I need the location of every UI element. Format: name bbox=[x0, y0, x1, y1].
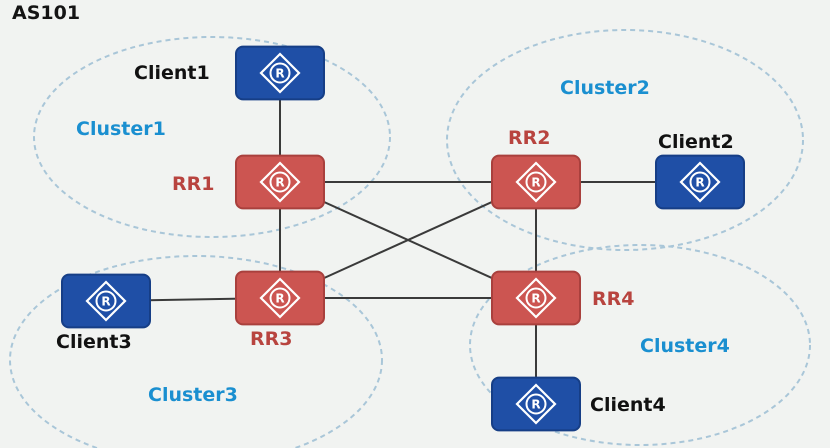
client4-label: Client4 bbox=[590, 394, 666, 416]
svg-text:R: R bbox=[275, 292, 284, 306]
router-icon: R bbox=[259, 277, 301, 319]
rr1-label: RR1 bbox=[172, 173, 215, 195]
rr2-label: RR2 bbox=[508, 127, 551, 149]
client3-box bbox=[61, 273, 151, 329]
cluster1-label: Cluster1 bbox=[76, 118, 166, 140]
router-icon: R bbox=[515, 383, 557, 425]
svg-text:R: R bbox=[695, 176, 704, 190]
client3-node: R bbox=[61, 273, 151, 329]
rr3-label: RR3 bbox=[250, 328, 293, 350]
svg-text:R: R bbox=[531, 176, 540, 190]
router-icon: R bbox=[679, 161, 721, 203]
client4-box bbox=[491, 376, 581, 432]
svg-text:R: R bbox=[275, 176, 284, 190]
rr4-node: R bbox=[491, 270, 581, 326]
client1-node: R bbox=[235, 45, 325, 101]
rr3-box bbox=[235, 270, 325, 326]
rr4-box bbox=[491, 270, 581, 326]
router-icon: R bbox=[515, 161, 557, 203]
rr3-node: R bbox=[235, 270, 325, 326]
as-title: AS101 bbox=[12, 2, 81, 24]
router-icon: R bbox=[259, 161, 301, 203]
svg-text:R: R bbox=[531, 292, 540, 306]
cluster4-label: Cluster4 bbox=[640, 335, 730, 357]
router-icon: R bbox=[259, 52, 301, 94]
rr1-box bbox=[235, 154, 325, 210]
cluster4-boundary bbox=[469, 244, 811, 446]
client1-label: Client1 bbox=[134, 62, 210, 84]
rr4-label: RR4 bbox=[592, 288, 635, 310]
cluster1-boundary bbox=[33, 36, 391, 238]
client2-node: R bbox=[655, 154, 745, 210]
cluster2-boundary bbox=[446, 29, 804, 251]
client2-box bbox=[655, 154, 745, 210]
cluster3-boundary bbox=[9, 255, 383, 448]
router-icon: R bbox=[515, 277, 557, 319]
svg-text:R: R bbox=[275, 67, 284, 81]
client1-box bbox=[235, 45, 325, 101]
client2-label: Client2 bbox=[658, 131, 734, 153]
client4-node: R bbox=[491, 376, 581, 432]
router-icon: R bbox=[85, 280, 127, 322]
rr2-node: R bbox=[491, 154, 581, 210]
cluster2-label: Cluster2 bbox=[560, 77, 650, 99]
rr2-box bbox=[491, 154, 581, 210]
cluster3-label: Cluster3 bbox=[148, 384, 238, 406]
client3-label: Client3 bbox=[56, 331, 132, 353]
svg-text:R: R bbox=[101, 295, 110, 309]
svg-text:R: R bbox=[531, 398, 540, 412]
rr1-node: R bbox=[235, 154, 325, 210]
